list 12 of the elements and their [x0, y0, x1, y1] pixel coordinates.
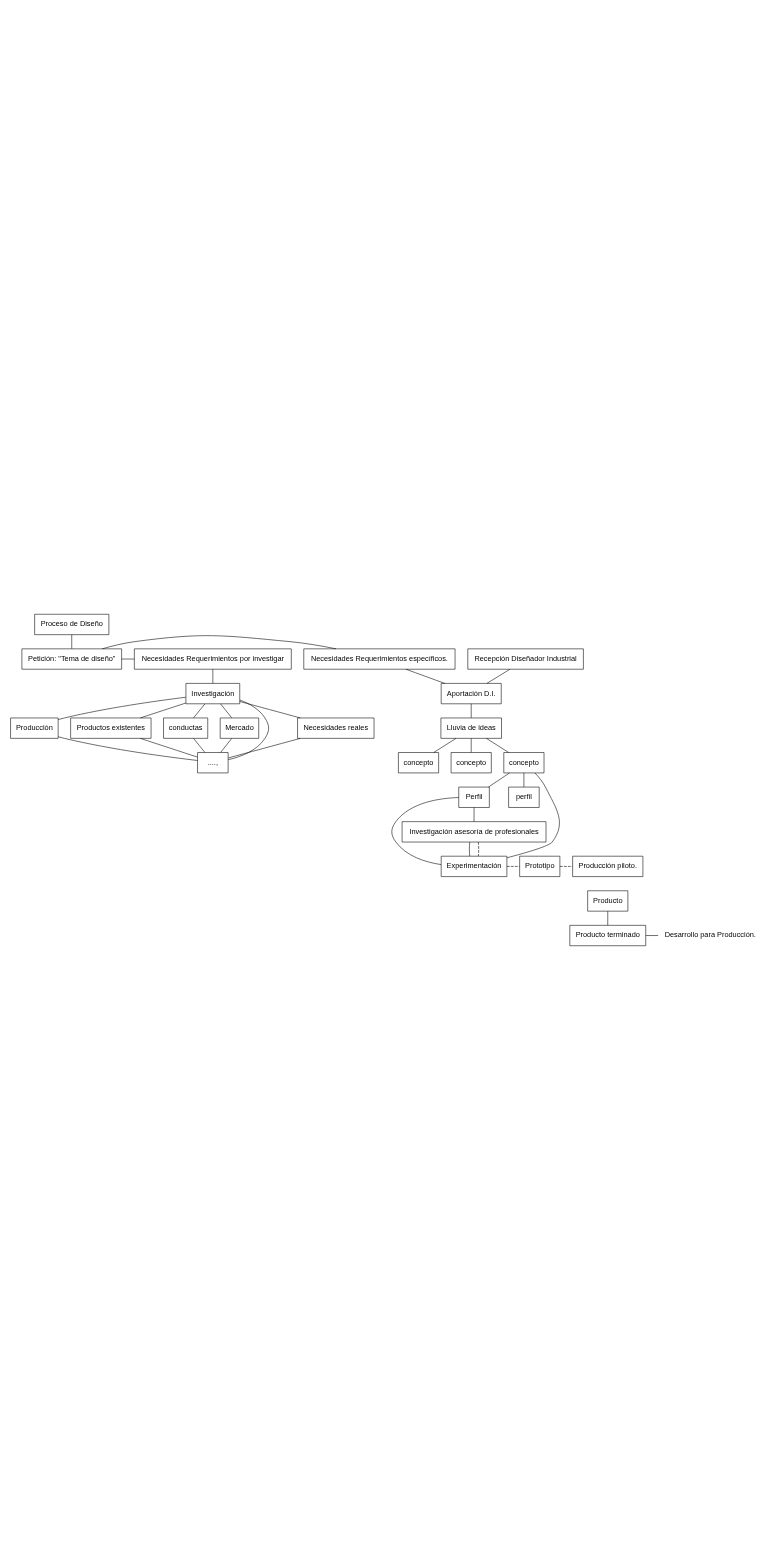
connector: [239, 700, 301, 718]
connector: [228, 737, 301, 758]
connector: [57, 735, 198, 761]
connector: [405, 668, 445, 684]
connector: [486, 737, 509, 753]
connector: [486, 668, 511, 684]
connector: [228, 699, 269, 760]
connector: [433, 737, 457, 753]
connector: [57, 696, 187, 720]
connector: [101, 634, 337, 649]
connector: [140, 702, 187, 718]
connector: [140, 737, 198, 757]
